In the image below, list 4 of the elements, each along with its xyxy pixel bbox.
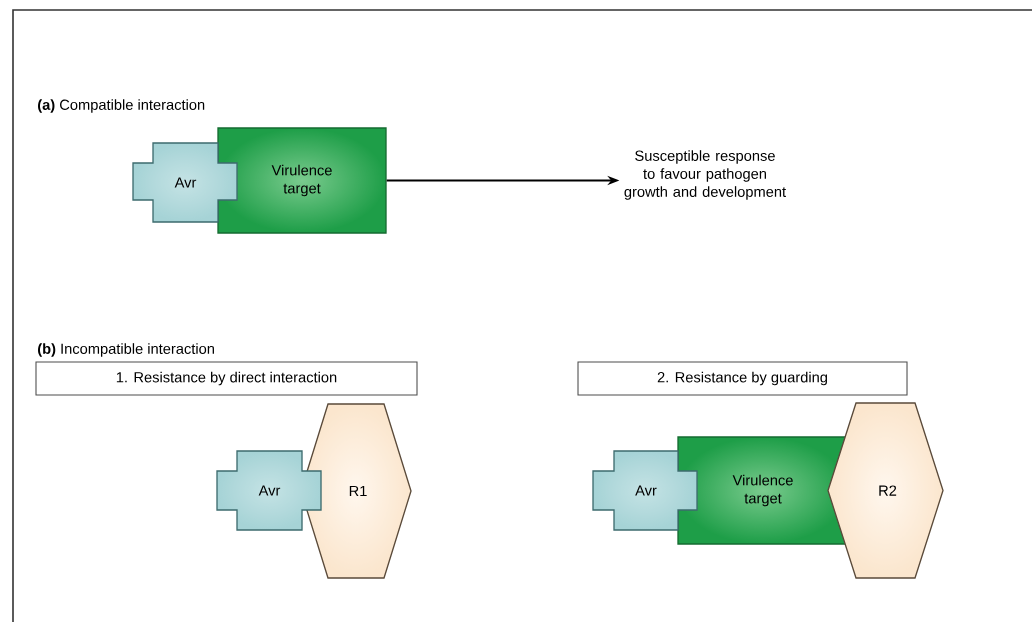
mechanism-box: 1. Resistance by direct interaction: [35, 361, 418, 396]
mechanism-box: 2. Resistance by guarding: [577, 361, 908, 396]
panel-heading: (a) Compatible interaction: [38, 99, 205, 113]
response-text: Susceptible response to favour pathogen growth and development: [624, 150, 786, 200]
